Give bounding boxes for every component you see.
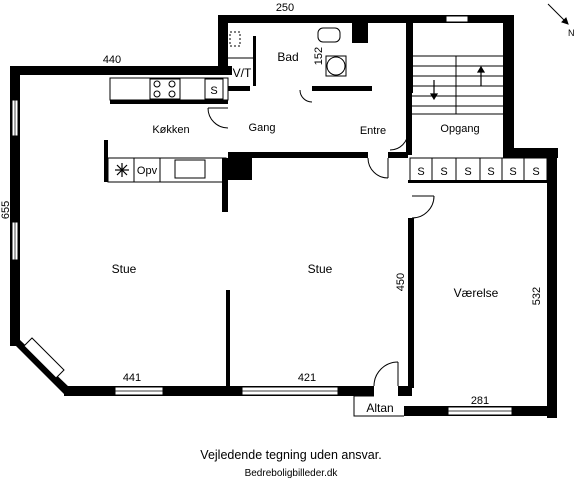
asterisk-icon xyxy=(115,163,129,177)
sink-icon xyxy=(326,56,346,76)
arrow-down-icon xyxy=(429,80,439,101)
door-swing xyxy=(207,107,229,129)
disclaimer-text: Vejledende tegning uden ansvar. xyxy=(200,448,382,462)
burner-icon xyxy=(153,80,161,88)
room-label-bad: Bad xyxy=(277,50,298,64)
arrow-up-icon xyxy=(476,65,486,86)
door-swing xyxy=(411,195,435,219)
room-label-vt: V/T xyxy=(233,66,252,80)
kitchen-counter xyxy=(107,77,229,183)
room-label-stue-left: Stue xyxy=(112,262,137,276)
storage-label-s: S xyxy=(487,166,494,178)
fixture-label-s: S xyxy=(210,85,217,97)
storage-label-s: S xyxy=(417,166,424,178)
credit-text: Bedreboligbilleder.dk xyxy=(244,468,338,479)
burner-icon xyxy=(153,90,161,98)
dimension-label-450: 450 xyxy=(395,273,407,291)
room-label-kokken: Køkken xyxy=(152,124,189,136)
storage-label-s: S xyxy=(440,166,447,178)
door-swing xyxy=(367,157,389,179)
compass-label: N xyxy=(568,28,575,38)
dimension-label-532: 532 xyxy=(531,287,543,305)
window xyxy=(23,337,65,379)
doors xyxy=(207,89,435,387)
staircase xyxy=(412,55,503,115)
dimension-label-440: 440 xyxy=(103,54,121,66)
room-label-opgang: Opgang xyxy=(440,123,479,135)
fixture-label-opv: Opv xyxy=(137,165,158,177)
dimension-label-281: 281 xyxy=(471,395,489,407)
room-label-vaerelse: Værelse xyxy=(454,286,499,300)
room-label-entre: Entre xyxy=(360,125,386,137)
bathroom-fixtures xyxy=(228,27,347,77)
door-swing xyxy=(389,131,409,151)
storage-boxes xyxy=(409,157,548,183)
dimension-label-441: 441 xyxy=(123,372,141,384)
room-label-gang: Gang xyxy=(249,122,276,134)
burner-icon xyxy=(168,90,176,98)
exterior-walls xyxy=(10,15,558,418)
dimension-label-421: 421 xyxy=(298,372,316,384)
room-label-stue-right: Stue xyxy=(308,262,333,276)
window xyxy=(445,15,469,23)
storage-label-s: S xyxy=(464,166,471,178)
door-swing xyxy=(299,89,313,103)
toilet-icon xyxy=(317,27,341,43)
room-label-altan: Altan xyxy=(366,401,393,415)
dimension-label-250: 250 xyxy=(276,2,294,14)
dimension-label-655: 655 xyxy=(0,201,12,219)
balcony xyxy=(353,395,404,417)
door-swing xyxy=(373,361,399,387)
dimension-label-152: 152 xyxy=(313,47,325,65)
burner-icon xyxy=(168,80,176,88)
storage-label-s: S xyxy=(509,166,516,178)
compass-icon xyxy=(547,3,569,25)
storage-label-s: S xyxy=(532,166,539,178)
